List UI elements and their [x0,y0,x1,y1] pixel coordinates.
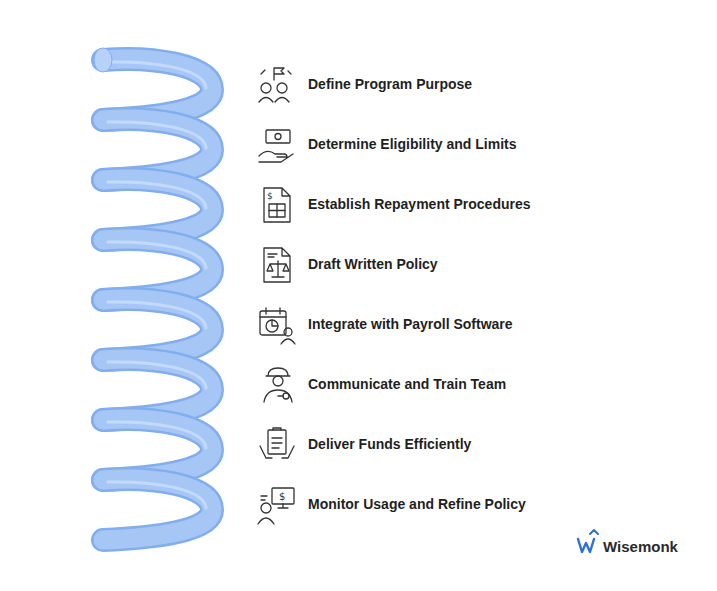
step-label: Draft Written Policy [308,255,438,273]
brand-name: Wisemonk [603,538,678,556]
step-label: Communicate and Train Team [308,375,506,393]
coil-turn [103,479,212,540]
coil-turn [108,482,206,508]
coil-turn [103,479,212,540]
step-label: Define Program Purpose [308,75,472,93]
svg-text:$: $ [267,191,273,201]
coil-turn [108,62,206,88]
svg-text:$: $ [279,491,285,502]
coil-turn [108,302,206,328]
coil-spring [94,48,212,540]
step-icons: $ $ [258,68,295,524]
coil-turn [108,122,206,148]
brand-mark [578,530,598,552]
step-label: Deliver Funds Efficiently [308,435,471,453]
coil-turn [108,422,206,448]
step-label: Establish Repayment Procedures [308,195,531,213]
step-label: Monitor Usage and Refine Policy [308,495,526,513]
coil-turn [108,182,206,208]
step-label: Determine Eligibility and Limits [308,135,516,153]
coil-end [94,48,112,72]
coil-turn [108,362,206,388]
coil-turn [108,242,206,268]
step-label: Integrate with Payroll Software [308,315,513,333]
